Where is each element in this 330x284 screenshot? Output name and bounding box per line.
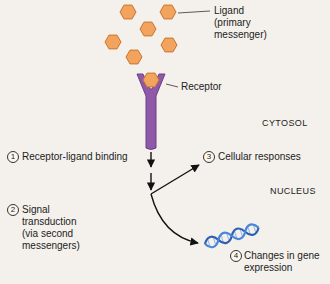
- step-label: Receptor-ligand binding: [22, 151, 128, 163]
- arrow: [151, 165, 199, 194]
- step-label: Signal transduction (via second messenge…: [22, 204, 88, 252]
- arrow: [150, 152, 151, 167]
- receptor-label: Receptor: [181, 81, 222, 93]
- nucleus-shape: [175, 165, 330, 284]
- ligand-hexagon: [160, 5, 176, 19]
- ligand-hexagon: [120, 5, 136, 19]
- signal-arrows: [151, 152, 199, 243]
- cell-membrane: [0, 88, 330, 140]
- region-label: CYTOSOL: [262, 118, 308, 129]
- leader-line: [166, 84, 178, 87]
- step-label: Cellular responses: [218, 151, 301, 163]
- cytosol-fill: [0, 88, 330, 284]
- region-label: NUCLEUS: [270, 186, 316, 197]
- callout-number: 4: [230, 250, 242, 262]
- leader-line: [178, 11, 210, 13]
- ligand-hexagon: [126, 50, 142, 64]
- ligand-hexagon: [105, 35, 121, 49]
- ligand-label: Ligand (primary messenger): [214, 5, 276, 41]
- arrow: [150, 173, 151, 190]
- callout-number: 2: [7, 204, 19, 216]
- membrane-edge: [0, 88, 330, 140]
- ligand-hexagon: [161, 38, 177, 52]
- callout-number: 1: [7, 151, 19, 163]
- receptor-protein: [137, 74, 165, 150]
- dna-helix: [203, 223, 260, 249]
- bound-ligand: [143, 73, 159, 87]
- callout-number: 3: [203, 151, 215, 163]
- arrow: [151, 194, 198, 243]
- ligand-hexagon: [140, 22, 156, 36]
- ligand-molecules: [105, 5, 177, 64]
- step-label: Changes in gene expression: [244, 250, 322, 274]
